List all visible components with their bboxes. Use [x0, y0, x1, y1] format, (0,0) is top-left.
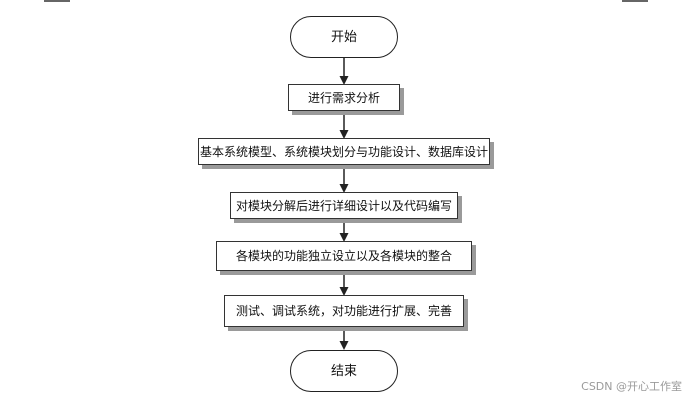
watermark-text: CSDN @开心工作室: [581, 380, 682, 393]
step-requirements-analysis: 进行需求分析: [288, 84, 400, 111]
top-right-edge-mark: [622, 0, 648, 2]
start-node: 开始: [290, 16, 398, 58]
end-node: 结束: [290, 350, 398, 392]
step-detailed-design-coding: 对模块分解后进行详细设计以及代码编写: [230, 192, 458, 219]
step-system-model-design: 基本系统模型、系统模块划分与功能设计、数据库设计: [198, 138, 490, 165]
top-left-edge-mark: [44, 0, 70, 2]
step-module-integration: 各模块的功能独立设立以及各模块的整合: [216, 241, 472, 271]
step-testing-debugging: 测试、调试系统，对功能进行扩展、完善: [224, 295, 464, 327]
